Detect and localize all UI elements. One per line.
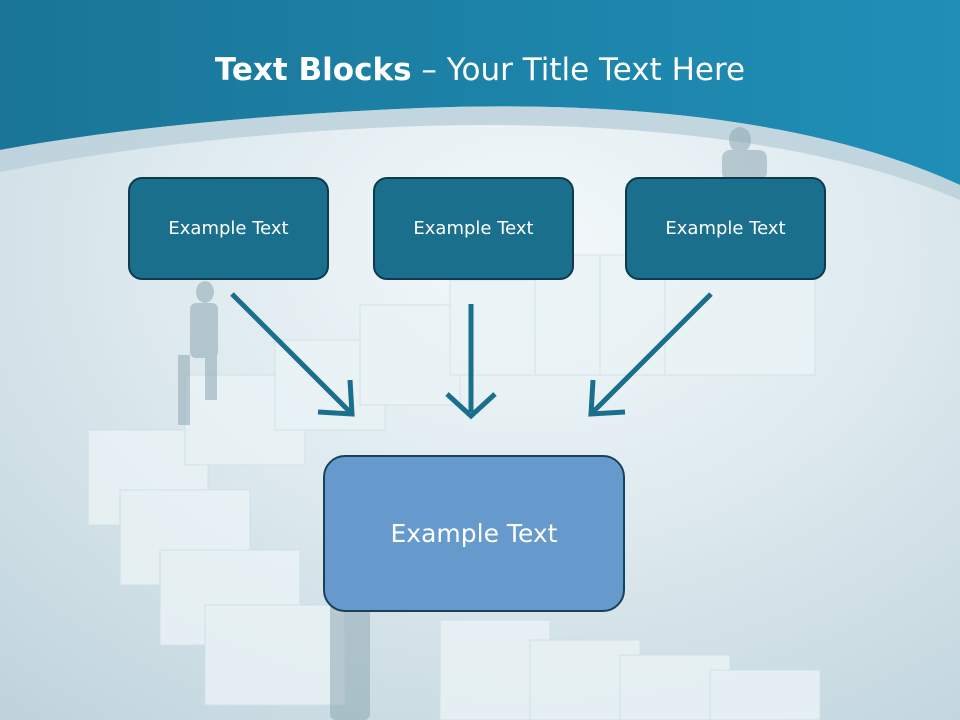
text-block-left: Example Text: [128, 177, 329, 280]
arrow-left-icon: [230, 292, 355, 417]
arrow-right-icon: [588, 292, 713, 417]
slide-title: Text Blocks – Your Title Text Here: [0, 52, 960, 88]
text-block-right-label: Example Text: [665, 218, 786, 239]
text-block-middle: Example Text: [373, 177, 574, 280]
text-block-center: Example Text: [323, 455, 625, 612]
title-dash: –: [411, 52, 447, 88]
text-block-left-label: Example Text: [168, 218, 289, 239]
text-block-right: Example Text: [625, 177, 826, 280]
arrow-down-icon: [445, 304, 497, 420]
title-bold: Text Blocks: [214, 52, 412, 88]
text-block-center-label: Example Text: [390, 519, 558, 548]
text-block-middle-label: Example Text: [413, 218, 534, 239]
title-rest: Your Title Text Here: [446, 52, 746, 88]
